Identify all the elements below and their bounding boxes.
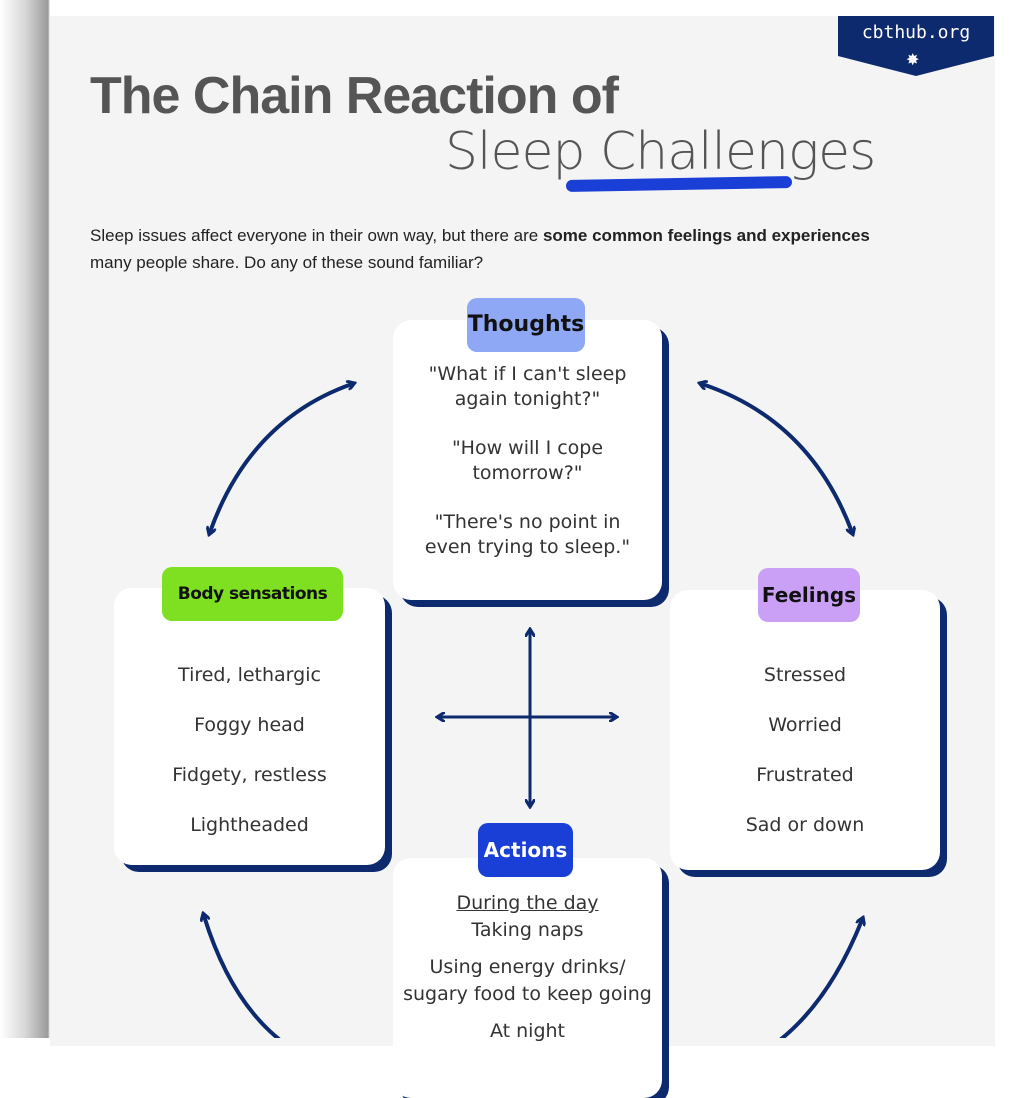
- intro-bold: some common feelings and experiences: [542, 226, 870, 245]
- arrow-thoughts-body: [210, 384, 352, 532]
- thoughts-card: "What if I can't sleep again tonight?" "…: [393, 320, 662, 600]
- actions-heading: During the day: [456, 892, 599, 914]
- body-sensations-label: Body sensations: [162, 567, 343, 621]
- arrow-thoughts-feelings: [702, 384, 852, 532]
- cycle-arrows: [0, 0, 1024, 1038]
- brand-url: cbthub.org: [861, 22, 971, 43]
- star-burst-icon: ✸: [906, 50, 920, 69]
- body-item: Fidgety, restless: [172, 764, 327, 786]
- actions-card: During the day Taking naps Using energy …: [393, 858, 662, 1098]
- intro-text: Sleep issues affect everyone in their ow…: [90, 222, 910, 276]
- thought-item: "There's no point in even trying to slee…: [424, 511, 631, 558]
- feeling-item: Stressed: [763, 664, 847, 686]
- title-line-1: The Chain Reaction of: [90, 67, 619, 125]
- thought-item: "What if I can't sleep again tonight?": [428, 363, 627, 410]
- feelings-card: Stressed Worried Frustrated Sad or down: [670, 590, 940, 870]
- body-item: Tired, lethargic: [178, 664, 321, 686]
- body-sensations-card: Tired, lethargic Foggy head Fidgety, res…: [114, 588, 385, 865]
- page-edge-shadow: [0, 0, 50, 1038]
- intro-part: Sleep issues affect everyone in their ow…: [90, 226, 543, 245]
- action-item: Using energy drinks/ sugary food to keep…: [403, 956, 652, 1005]
- actions-heading-night: At night: [489, 1020, 566, 1042]
- feeling-item: Sad or down: [745, 814, 865, 836]
- title-line-2: Sleep Challenges: [445, 122, 876, 182]
- brand-badge: [838, 16, 994, 76]
- action-item: Taking naps: [471, 919, 584, 941]
- arrow-body-actions: [204, 916, 281, 1038]
- feeling-item: Worried: [768, 714, 842, 736]
- feelings-label: Feelings: [758, 568, 860, 622]
- thought-item: "How will I cope tomorrow?": [451, 437, 604, 484]
- arrow-feelings-actions: [779, 920, 862, 1038]
- body-item: Lightheaded: [190, 814, 309, 836]
- intro-part: many people share. Do any of these sound…: [90, 253, 484, 272]
- feeling-item: Frustrated: [756, 764, 854, 786]
- thoughts-label: Thoughts: [467, 298, 585, 352]
- actions-label: Actions: [478, 823, 573, 877]
- body-item: Foggy head: [194, 714, 305, 736]
